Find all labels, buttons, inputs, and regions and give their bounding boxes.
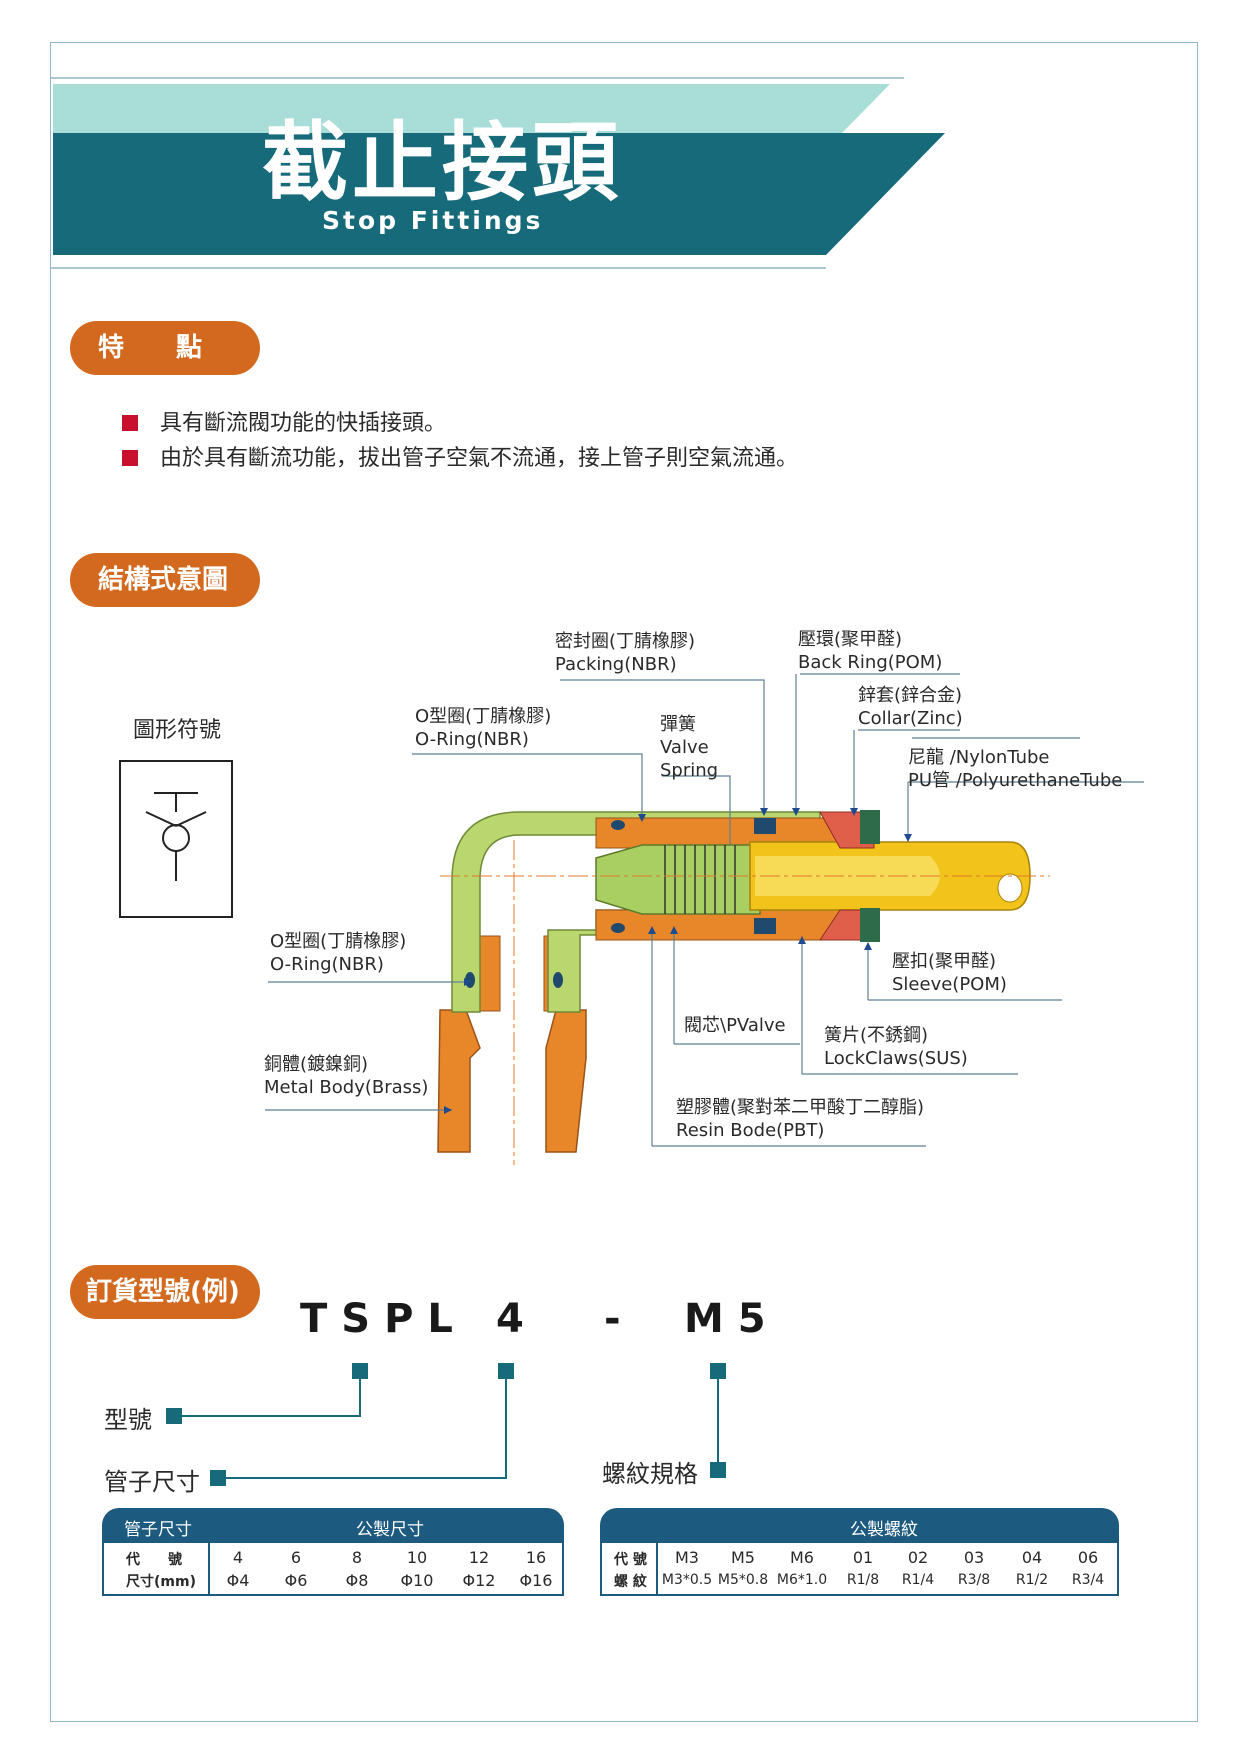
tube-size-table: 管子尺寸 公製尺寸 代 號 尺寸(mm) 4 6 8 10 12 16 Φ4 Φ… xyxy=(102,1508,564,1596)
feature-text: 由於具有斷流功能，拔出管子空氣不流通，接上管子則空氣流通。 xyxy=(160,446,799,471)
page-subtitle: Stop Fittings xyxy=(322,206,544,235)
structure-heading: 結構式意圖 xyxy=(70,553,260,607)
thread-code-cell: M3 xyxy=(675,1548,699,1567)
tube-code-cell: 4 xyxy=(232,1548,244,1567)
thread-code-cell: 02 xyxy=(907,1548,929,1567)
tube-code-cell: 6 xyxy=(290,1548,302,1567)
page-frame xyxy=(50,42,1198,1722)
tube-code-cell: 16 xyxy=(525,1548,547,1567)
label-oring-bottom: O型圈(丁腈橡膠)O-Ring(NBR) xyxy=(270,931,407,975)
thread-code-cell: 03 xyxy=(963,1548,985,1567)
thread-value-cell: R1/4 xyxy=(901,1572,935,1588)
order-heading: 訂貨型號(例) xyxy=(70,1265,260,1319)
order-connector-lines xyxy=(166,1363,726,1486)
thread-code-cell: M6 xyxy=(790,1548,814,1567)
header-banner xyxy=(50,77,945,269)
label-oring-top: O型圈(丁腈橡膠)O-Ring(NBR) xyxy=(415,706,552,750)
thread-value-cell: M6*1.0 xyxy=(776,1572,828,1588)
thread-value-cell: M3*0.5 xyxy=(661,1572,713,1588)
order-code-size: 4 xyxy=(496,1296,538,1342)
bullet-square-icon xyxy=(122,450,138,466)
tube-size-cell: Φ8 xyxy=(345,1571,369,1590)
thread-code-cell: M5 xyxy=(731,1548,755,1567)
thread-row-label-code: 代 號 xyxy=(614,1552,647,1568)
features-heading: 特 點 xyxy=(70,321,260,375)
order-code-model: TSPL xyxy=(300,1296,467,1342)
thread-table: 公製螺紋 代 號 螺 紋 M3 M5 M6 01 02 03 04 06 M3*… xyxy=(600,1508,1119,1596)
order-label-thread: 螺紋規格 xyxy=(602,1460,698,1488)
tube-table-head-left: 管子尺寸 xyxy=(124,1520,192,1540)
feature-item: 由於具有斷流功能，拔出管子空氣不流通，接上管子則空氣流通。 xyxy=(122,440,798,472)
label-sleeve: 壓扣(聚甲醛)Sleeve(POM) xyxy=(892,951,1007,995)
thread-code-cell: 06 xyxy=(1077,1548,1099,1567)
label-back-ring: 壓環(聚甲醛)Back Ring(POM) xyxy=(798,629,943,673)
order-label-size: 管子尺寸 xyxy=(104,1468,200,1496)
tube-row-label-code: 代 號 xyxy=(126,1552,182,1568)
tube-size-cell: Φ4 xyxy=(226,1571,250,1590)
thread-code-cell: 01 xyxy=(852,1548,874,1567)
thread-table-head: 公製螺紋 xyxy=(850,1520,918,1540)
valve-symbol-icon xyxy=(119,760,233,918)
label-resin-body: 塑膠體(聚對苯二甲酸丁二醇脂)Resin Bode(PBT) xyxy=(676,1097,925,1141)
label-lockclaws: 簧片(不銹鋼)LockClaws(SUS) xyxy=(824,1025,968,1069)
tube-code-cell: 10 xyxy=(406,1548,428,1567)
tube-size-cell: Φ12 xyxy=(462,1571,496,1590)
label-valve: 閥芯\PValve xyxy=(684,1015,786,1036)
order-label-model: 型號 xyxy=(104,1406,152,1434)
tube-size-cell: Φ16 xyxy=(519,1571,553,1590)
label-metal-body: 銅體(鍍鎳銅)Metal Body(Brass) xyxy=(264,1054,429,1098)
thread-row-label-thread: 螺 紋 xyxy=(614,1574,647,1590)
tube-table-body: 代 號 尺寸(mm) 4 6 8 10 12 16 Φ4 Φ6 Φ8 Φ10 Φ… xyxy=(102,1543,564,1596)
tube-table-header: 管子尺寸 公製尺寸 xyxy=(102,1508,564,1543)
feature-item: 具有斷流閥功能的快插接頭。 xyxy=(122,405,446,437)
thread-code-cell: 04 xyxy=(1021,1548,1043,1567)
bullet-square-icon xyxy=(122,415,138,431)
fitting-cross-section-diagram xyxy=(265,673,1144,1165)
feature-text: 具有斷流閥功能的快插接頭。 xyxy=(160,411,447,436)
tube-code-cell: 12 xyxy=(468,1548,490,1567)
thread-value-cell: R1/8 xyxy=(846,1572,880,1588)
tube-size-cell: Φ10 xyxy=(400,1571,434,1590)
label-packing: 密封圈(丁腈橡膠)Packing(NBR) xyxy=(555,631,696,675)
thread-value-cell: R3/4 xyxy=(1071,1572,1105,1588)
order-code-dash: - xyxy=(604,1296,635,1342)
thread-value-cell: R1/2 xyxy=(1015,1572,1049,1588)
thread-value-cell: M5*0.8 xyxy=(717,1572,769,1588)
order-code-thread: M5 xyxy=(684,1296,780,1342)
page-title: 截止接頭 xyxy=(262,113,622,213)
tube-table-head-right: 公製尺寸 xyxy=(356,1520,424,1540)
label-collar: 鋅套(鋅合金)Collar(Zinc) xyxy=(858,685,963,729)
thread-table-header: 公製螺紋 xyxy=(600,1508,1119,1543)
thread-table-body: 代 號 螺 紋 M3 M5 M6 01 02 03 04 06 M3*0.5 M… xyxy=(600,1543,1119,1596)
thread-value-cell: R3/8 xyxy=(957,1572,991,1588)
tube-size-cell: Φ6 xyxy=(284,1571,308,1590)
tube-row-label-size: 尺寸(mm) xyxy=(126,1574,196,1590)
tube-code-cell: 8 xyxy=(351,1548,363,1567)
symbol-label: 圖形符號 xyxy=(133,718,222,743)
